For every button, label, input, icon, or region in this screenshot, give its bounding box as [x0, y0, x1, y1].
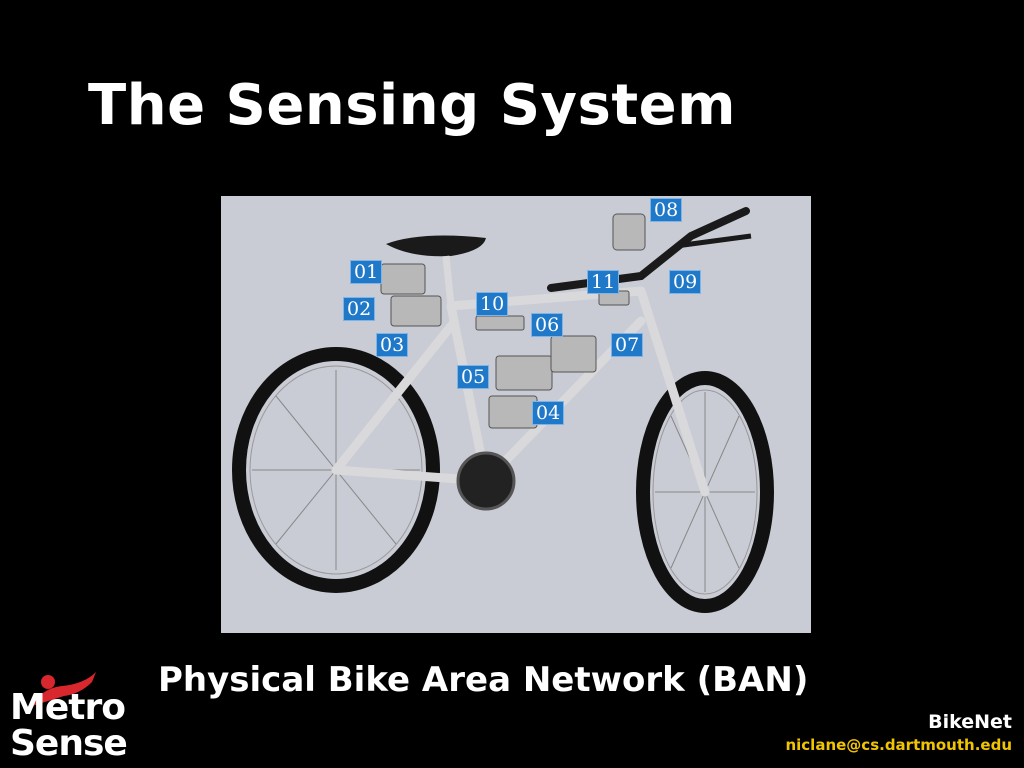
logo-word-metro: Metro — [10, 687, 126, 728]
sensor-label-11: 11 — [587, 270, 620, 294]
bike-photo: 01 02 03 04 05 06 07 08 09 10 11 — [221, 196, 811, 633]
sensor-label-02: 02 — [343, 297, 376, 321]
sensor-label-01: 01 — [350, 260, 383, 284]
sensor-label-03: 03 — [376, 333, 409, 357]
footer-email: niclane@cs.dartmouth.edu — [785, 736, 1012, 754]
bicycle-illustration — [232, 207, 774, 613]
sensor-label-07: 07 — [611, 333, 644, 357]
slide-title: The Sensing System — [88, 73, 736, 138]
footer-project-name: BikeNet — [928, 711, 1012, 733]
sensor-label-06: 06 — [531, 313, 564, 337]
sensor-label-09: 09 — [669, 270, 702, 294]
runner-logo-icon — [32, 672, 96, 706]
slide-caption: Physical Bike Area Network (BAN) — [158, 660, 809, 700]
sensor-label-05: 05 — [457, 365, 490, 389]
metrosense-logo: Metro Sense — [8, 670, 128, 765]
sensor-label-08: 08 — [650, 198, 683, 222]
sensor-label-04: 04 — [532, 401, 565, 425]
sensor-label-10: 10 — [476, 292, 509, 316]
logo-word-sense: Sense — [10, 723, 128, 764]
